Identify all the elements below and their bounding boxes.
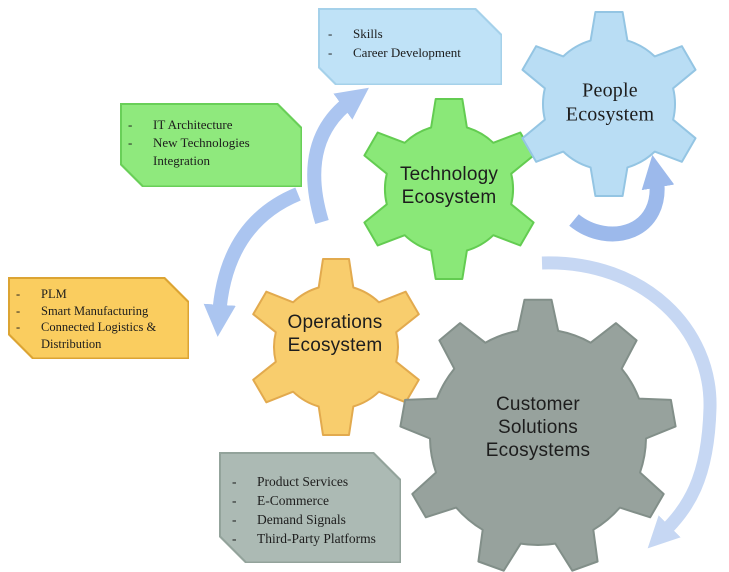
- callout-item-text: Product Services: [257, 474, 349, 489]
- bullet-dash: -: [16, 320, 21, 334]
- bullet-dash: -: [232, 474, 237, 489]
- callout-item-text: Smart Manufacturing: [41, 303, 149, 318]
- callout-item: - Product Services: [232, 472, 401, 491]
- customer-gear: [399, 298, 677, 572]
- technology-callout-box: - IT Architecture - New Technologies Int…: [120, 103, 302, 187]
- callout-item: - Career Development: [328, 43, 502, 62]
- technology-gear-label: Technology Ecosystem: [399, 163, 499, 208]
- callout-item-text: Demand Signals: [257, 512, 346, 527]
- callout-item-text: E-Commerce: [257, 493, 329, 508]
- bullet-dash: -: [232, 493, 237, 508]
- callout-item: - New Technologies Integration: [128, 134, 302, 170]
- callout-item: - Skills: [328, 24, 502, 43]
- bullet-dash: -: [232, 512, 237, 527]
- operations-callout-box: - PLM - Smart Manufacturing - Connected …: [8, 277, 189, 359]
- callout-item-text: Skills: [353, 26, 383, 41]
- arrow-down-to-plm-callout: [203, 187, 301, 337]
- operations-gear: [252, 258, 420, 436]
- technology-callout-fill: [122, 105, 301, 186]
- bullet-dash: -: [328, 26, 333, 41]
- customer-callout-box: - Product Services - E-Commerce - Demand…: [219, 452, 401, 563]
- bullet-dash: -: [128, 117, 133, 132]
- callout-item-text: Connected Logistics & Distribution: [41, 320, 157, 351]
- people-callout-fill: [320, 10, 501, 84]
- callout-item-text: Career Development: [353, 45, 461, 60]
- callout-item: - Smart Manufacturing: [16, 303, 189, 320]
- people-callout-box: - Skills - Career Development: [318, 8, 502, 85]
- bullet-dash: -: [232, 531, 237, 546]
- customer-callout-fill: [221, 454, 400, 562]
- customer-gear-label: Customer Solutions Ecosystems: [485, 394, 591, 462]
- callout-item: - Third-Party Platforms: [232, 529, 401, 548]
- arrow-arc-around-customer-gear: [541, 256, 717, 549]
- callout-item: - E-Commerce: [232, 491, 401, 510]
- people-gear-label: People Ecosystem: [565, 79, 655, 126]
- callout-item: - IT Architecture: [128, 116, 302, 134]
- callout-item-text: IT Architecture: [153, 117, 233, 132]
- callout-item-text: PLM: [41, 287, 67, 301]
- technology-gear: [363, 98, 535, 280]
- callout-item: - Demand Signals: [232, 510, 401, 529]
- callout-item: - PLM: [16, 286, 189, 303]
- operations-callout-fill: [10, 279, 188, 358]
- callout-item-text: Third-Party Platforms: [257, 531, 376, 546]
- operations-gear-label: Operations Ecosystem: [287, 311, 383, 356]
- bullet-dash: -: [328, 45, 333, 60]
- arrow-up-to-skills-callout: [307, 87, 369, 225]
- people-gear: [521, 11, 697, 197]
- callout-item-text: New Technologies Integration: [153, 135, 250, 168]
- bullet-dash: -: [16, 287, 21, 301]
- arrow-up-to-people-gear: [569, 154, 675, 242]
- callout-item: - Connected Logistics & Distribution: [16, 319, 189, 352]
- bullet-dash: -: [16, 303, 21, 318]
- bullet-dash: -: [128, 135, 133, 150]
